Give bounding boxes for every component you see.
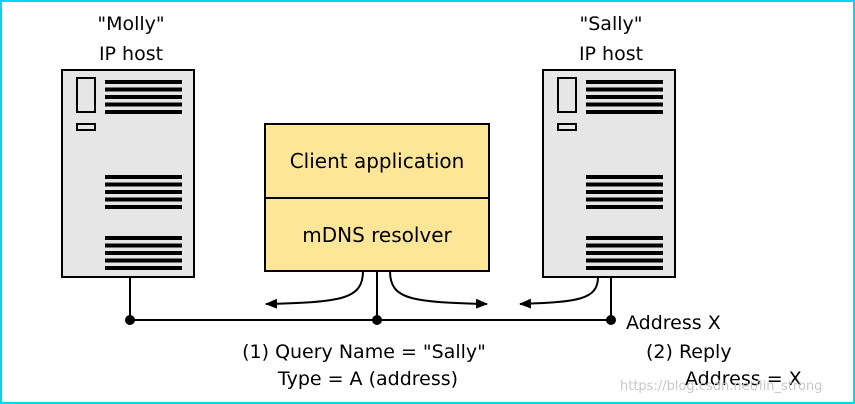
vent-bar	[586, 266, 663, 270]
client-application-label: Client application	[290, 149, 465, 173]
vent-bar	[105, 197, 182, 202]
network-links	[129, 271, 612, 321]
address-label: Address X	[626, 312, 721, 334]
vent-bar	[105, 258, 182, 263]
reply-line-1: (2) Reply	[646, 341, 732, 363]
vent-bar	[105, 251, 182, 255]
vent-bar	[105, 205, 182, 209]
vent-bar	[105, 236, 182, 240]
vent-bar	[586, 243, 663, 248]
host-molly	[61, 69, 195, 278]
vent-bar	[105, 80, 182, 84]
vent-bars	[105, 80, 182, 114]
resolver-junction	[372, 315, 382, 325]
vent-bar	[586, 95, 663, 99]
vent-bar	[105, 110, 182, 114]
molly-name-label: "Molly"	[97, 13, 164, 35]
vent-bar	[105, 95, 182, 99]
vent-bar	[586, 236, 663, 240]
vent-bar	[586, 110, 663, 114]
host-sally	[542, 69, 676, 278]
reply-line-2: Address = X	[685, 368, 802, 390]
query-arrow-right	[389, 270, 488, 309]
sally-name-label: "Sally"	[580, 13, 643, 35]
molly-junction	[125, 315, 135, 325]
sally-type-label: IP host	[579, 43, 643, 65]
vent-bar	[586, 205, 663, 209]
vent-bars	[586, 236, 663, 270]
reply-arrow	[519, 276, 599, 309]
query-arrow-left	[265, 270, 364, 309]
mdns-resolver-label: mDNS resolver	[302, 223, 452, 247]
vent-bars	[586, 175, 663, 209]
vent-bars	[586, 80, 663, 114]
vent-bars	[105, 175, 182, 209]
vent-bar	[586, 258, 663, 263]
query-line-2: Type = A (address)	[277, 368, 458, 390]
vent-bar	[105, 266, 182, 270]
message-arrows	[265, 270, 599, 309]
vent-bar	[586, 251, 663, 255]
vent-bars	[105, 236, 182, 270]
vent-bar	[586, 102, 663, 107]
client-application-box	[264, 123, 490, 199]
vent-bar	[105, 182, 182, 187]
vent-bar	[586, 190, 663, 194]
vent-bar	[586, 175, 663, 179]
vent-bar	[105, 175, 182, 179]
molly-type-label: IP host	[99, 43, 163, 65]
vent-bar	[105, 87, 182, 92]
sally-junction	[606, 315, 616, 325]
vent-bar	[105, 243, 182, 248]
vent-bar	[586, 182, 663, 187]
protocol-stack: Client application mDNS resolver	[264, 123, 490, 272]
query-line-1: (1) Query Name = "Sally"	[242, 341, 486, 363]
vent-bar	[586, 80, 663, 84]
vent-bar	[105, 102, 182, 107]
vent-bar	[105, 190, 182, 194]
vent-bar	[586, 87, 663, 92]
vent-bar	[586, 197, 663, 202]
watermark: https://blog.csdn.net/lin_strong	[620, 379, 822, 394]
mdns-resolver-box	[264, 197, 490, 272]
